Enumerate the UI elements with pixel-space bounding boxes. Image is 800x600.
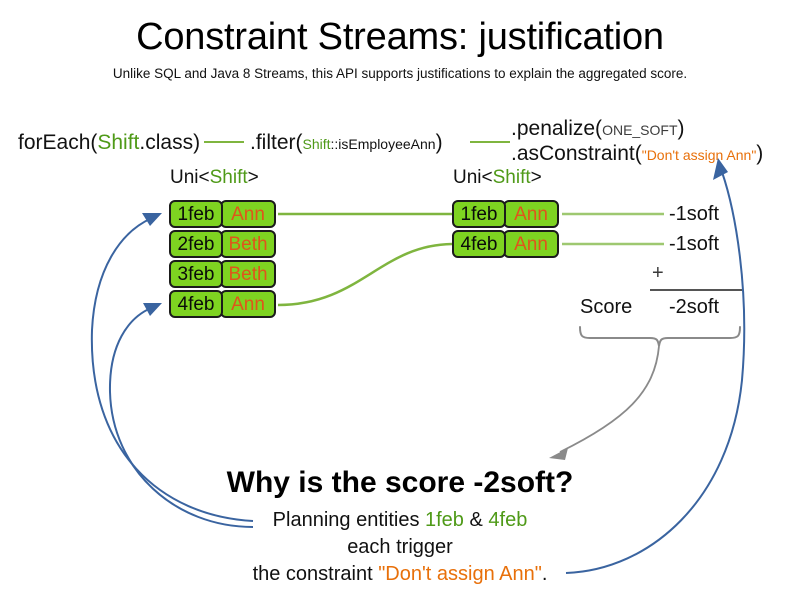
code-filter: .filter(Shift::isEmployeeAnn) xyxy=(250,132,443,153)
explanation-entity-1feb: 1feb xyxy=(425,509,464,531)
score-explanation-arrow-head xyxy=(549,448,568,460)
code-asconstraint-suffix: ) xyxy=(756,142,764,165)
explanation-line-1-prefix: Planning entities xyxy=(272,509,425,531)
connector-4feb xyxy=(277,242,453,307)
cell-date: 1feb xyxy=(452,200,506,228)
cell-employee: Beth xyxy=(220,260,276,288)
explanation-heading: Why is the score -2soft? xyxy=(226,466,574,499)
code-filter-method: ::isEmployeeAnn xyxy=(330,136,436,152)
code-foreach-type: Shift xyxy=(97,131,140,154)
table-row[interactable]: 3feb Beth xyxy=(169,260,276,288)
code-connector-dash-2 xyxy=(470,141,510,143)
code-asconstraint-arg: "Don't assign Ann" xyxy=(641,147,757,163)
code-connector-dash-1 xyxy=(204,141,244,143)
cell-employee: Ann xyxy=(220,200,276,228)
code-penalize-arg: ONE_SOFT xyxy=(602,122,678,138)
stream-label-right: Uni<Shift> xyxy=(453,167,542,189)
score-label: Score xyxy=(580,296,633,318)
sum-operator: + xyxy=(652,262,664,284)
impact-value-1: -1soft xyxy=(669,203,720,225)
cell-date: 2feb xyxy=(169,230,223,258)
explanation-constraint-name: "Don't assign Ann" xyxy=(378,563,542,585)
code-filter-prefix: .filter( xyxy=(250,131,303,154)
page-subtitle: Unlike SQL and Java 8 Streams, this API … xyxy=(112,66,688,81)
score-explanation-arrow-line xyxy=(559,345,660,453)
justification-arrow-1feb-head xyxy=(142,213,162,226)
stream-label-right-prefix: Uni< xyxy=(453,167,493,188)
code-asconstraint-prefix: .asConstraint( xyxy=(511,142,642,165)
cell-date: 3feb xyxy=(169,260,223,288)
stream-label-right-type: Shift xyxy=(492,167,531,188)
page-title: Constraint Streams: justification xyxy=(136,16,664,58)
impact-value-2: -1soft xyxy=(669,233,720,255)
table-row[interactable]: 4feb Ann xyxy=(169,290,276,318)
explanation-line-2: each trigger xyxy=(347,536,453,558)
explanation-ampersand: & xyxy=(463,509,489,531)
table-row[interactable]: 1feb Ann xyxy=(169,200,276,228)
cell-employee: Ann xyxy=(503,200,559,228)
explanation-line-3-suffix: . xyxy=(541,563,548,585)
cell-employee: Ann xyxy=(503,230,559,258)
cell-employee: Ann xyxy=(220,290,276,318)
explanation-line-3: the constraint "Don't assign Ann". xyxy=(0,563,800,586)
stream-label-left: Uni<Shift> xyxy=(170,167,259,189)
explanation-entity-4feb: 4feb xyxy=(488,509,528,531)
explanation-line-3-prefix: the constraint xyxy=(252,563,379,585)
cell-date: 1feb xyxy=(169,200,223,228)
code-penalize-suffix: ) xyxy=(677,117,685,140)
cell-date: 4feb xyxy=(452,230,506,258)
table-row[interactable]: 2feb Beth xyxy=(169,230,276,258)
score-brace xyxy=(579,326,741,347)
code-foreach: forEach(Shift.class) xyxy=(18,132,200,153)
code-foreach-prefix: forEach( xyxy=(18,131,98,154)
stream-label-left-type: Shift xyxy=(209,167,248,188)
score-total-value: -2soft xyxy=(669,296,720,318)
code-filter-type: Shift xyxy=(302,136,331,152)
sum-rule-line xyxy=(650,289,742,291)
table-row[interactable]: 4feb Ann xyxy=(452,230,559,258)
justification-arrow-4feb-head xyxy=(143,303,162,316)
code-asconstraint: .asConstraint("Don't assign Ann") xyxy=(511,143,763,164)
explanation-line-1: Planning entities 1feb & 4feb xyxy=(0,509,800,532)
stream-label-left-prefix: Uni< xyxy=(170,167,210,188)
code-penalize-prefix: .penalize( xyxy=(511,117,603,140)
code-penalize: .penalize(ONE_SOFT) xyxy=(511,118,685,139)
stream-label-right-suffix: > xyxy=(530,167,542,188)
cell-date: 4feb xyxy=(169,290,223,318)
table-row[interactable]: 1feb Ann xyxy=(452,200,559,228)
code-filter-suffix: ) xyxy=(435,131,443,154)
stream-label-left-suffix: > xyxy=(247,167,259,188)
cell-employee: Beth xyxy=(220,230,276,258)
code-foreach-suffix: .class) xyxy=(139,131,201,154)
